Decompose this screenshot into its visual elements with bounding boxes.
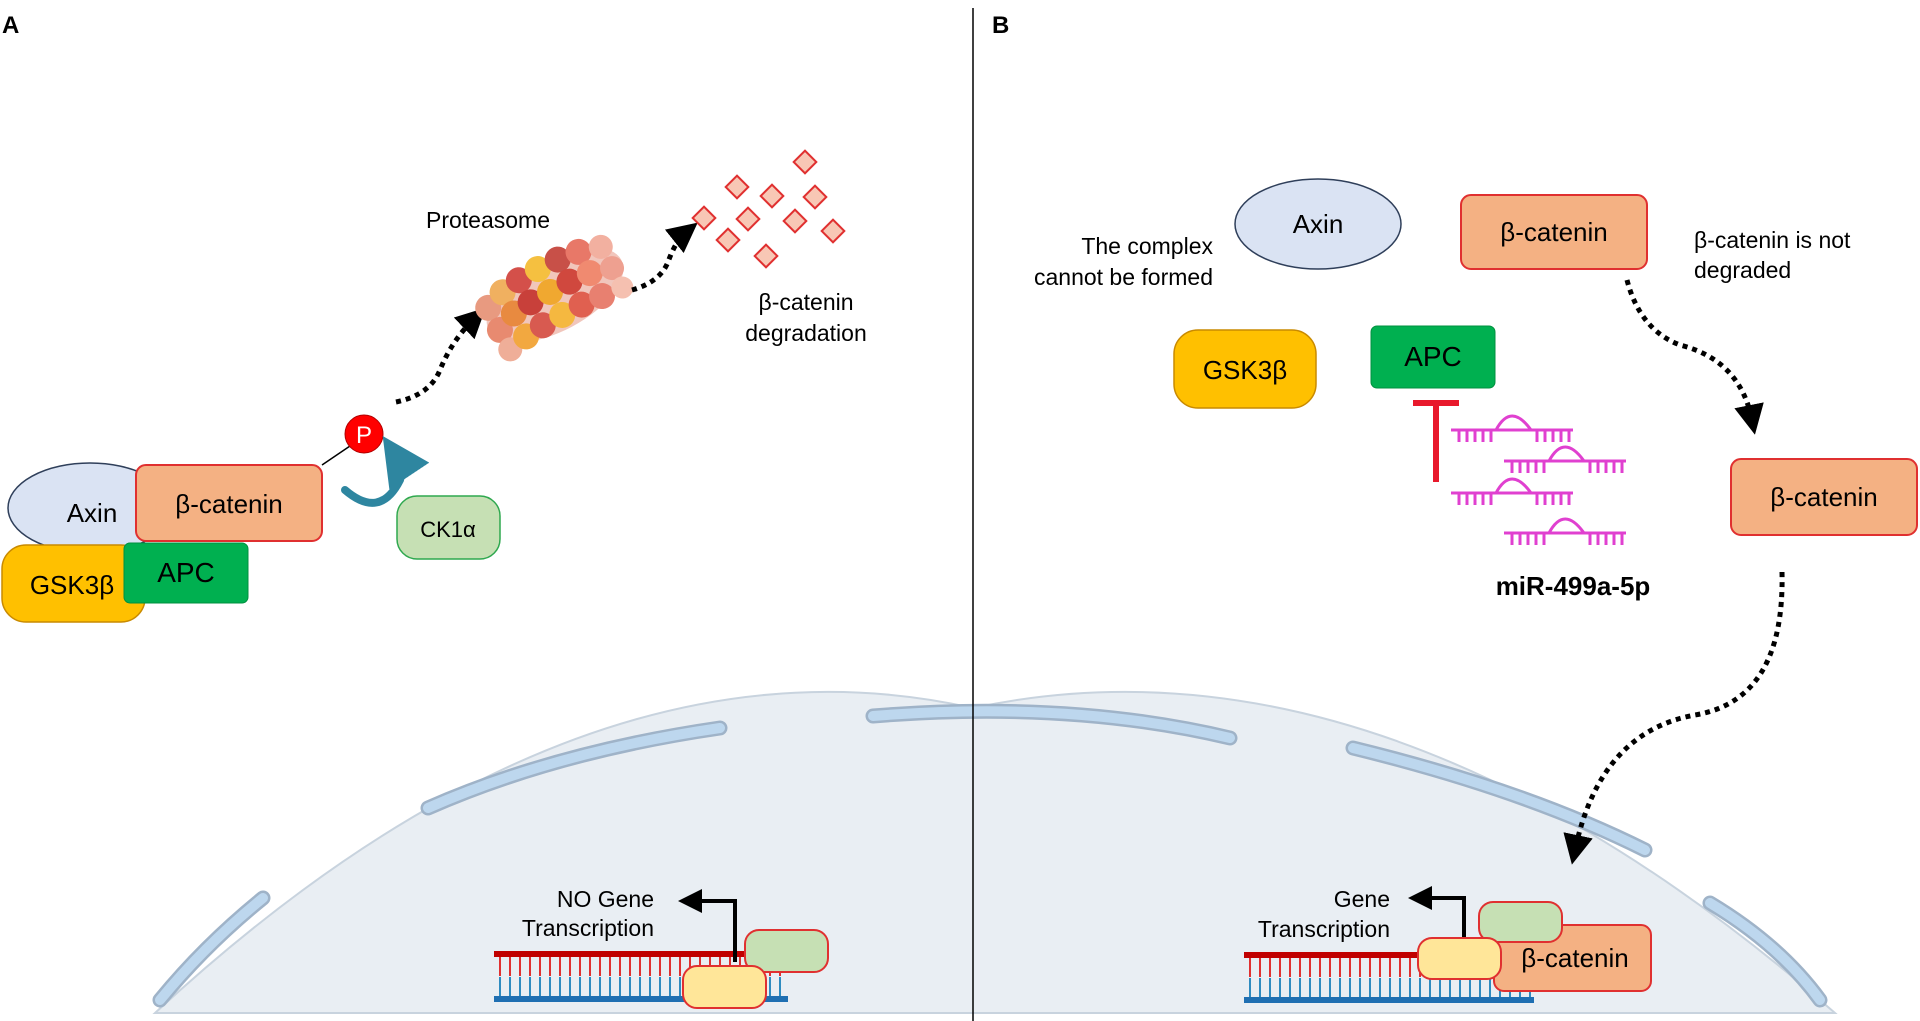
- beta-catenin-top-label: β-catenin: [1500, 217, 1607, 247]
- panel-a: A Axin GSK3β APC β-catenin P CK1α Protea…: [1, 12, 867, 1009]
- apc-label: APC: [157, 557, 215, 588]
- degradation-label-1: β-catenin: [758, 289, 853, 315]
- no-transcription-label-1: NO Gene: [557, 886, 654, 912]
- beta-catenin-node: [135, 464, 323, 542]
- phospho-label: P: [356, 422, 372, 449]
- tf-green-b: [1478, 901, 1563, 943]
- not-degraded-label-2: degraded: [1694, 257, 1791, 283]
- complex-label-1: The complex: [1081, 233, 1213, 259]
- gsk3b-label-b: GSK3β: [1203, 355, 1287, 385]
- nuclear-pores: [152, 703, 1828, 1008]
- inhibition-symbol: [1413, 400, 1459, 482]
- to-proteasome-arrow: [395, 307, 486, 405]
- degradation-label-2: degradation: [745, 320, 867, 346]
- apc-node: [123, 542, 249, 604]
- transcription-arrow-a: [678, 889, 737, 962]
- axin-label-b: Axin: [1293, 209, 1344, 239]
- degraded-fragments: [691, 149, 846, 269]
- axin-label: Axin: [67, 498, 118, 528]
- beta-catenin-nucleus-label: β-catenin: [1521, 943, 1628, 973]
- ck1a-label: CK1α: [420, 517, 476, 542]
- axin-node-b: [1234, 178, 1402, 270]
- panel-b-label: B: [992, 12, 1009, 39]
- transcription-label-2: Transcription: [1258, 916, 1390, 942]
- panel-a-label: A: [2, 12, 19, 39]
- ck1a-node: [396, 495, 501, 560]
- beta-catenin-mid-label: β-catenin: [1770, 482, 1877, 512]
- proteasome-label: Proteasome: [426, 207, 550, 233]
- to-nucleus-arrow: [1563, 571, 1785, 865]
- mirna-label: miR-499a-5p: [1496, 571, 1651, 601]
- apc-label-b: APC: [1404, 341, 1462, 372]
- phospho-bond: [321, 445, 351, 466]
- apc-node-b: [1370, 325, 1496, 389]
- tf-green-a: [744, 929, 829, 973]
- mirna-icon: [1451, 414, 1626, 545]
- tf-yellow-a: [682, 965, 767, 1009]
- beta-catenin-label: β-catenin: [175, 489, 282, 519]
- kinase-arrow: [341, 436, 430, 507]
- to-cytoplasm-arrow: [1624, 279, 1764, 435]
- no-transcription-label-2: Transcription: [522, 915, 654, 941]
- tf-yellow-b: [1417, 937, 1502, 980]
- beta-catenin-top-node: [1460, 194, 1648, 270]
- proteasome-icon: [475, 234, 634, 362]
- transcription-label-1: Gene: [1334, 886, 1390, 912]
- complex-label-2: cannot be formed: [1034, 264, 1213, 290]
- gsk3b-node-b: [1173, 329, 1317, 409]
- dna-helix-a: [494, 951, 788, 1002]
- gsk3b-label: GSK3β: [30, 570, 114, 600]
- phospho-node: [344, 414, 384, 454]
- beta-catenin-mid-node: [1730, 458, 1918, 536]
- transcription-arrow-b: [1408, 886, 1466, 944]
- not-degraded-label-1: β-catenin is not: [1694, 227, 1851, 253]
- panel-b: B Axin The complex cannot be formed β-ca…: [992, 12, 1918, 1003]
- to-degradation-arrow: [631, 222, 698, 293]
